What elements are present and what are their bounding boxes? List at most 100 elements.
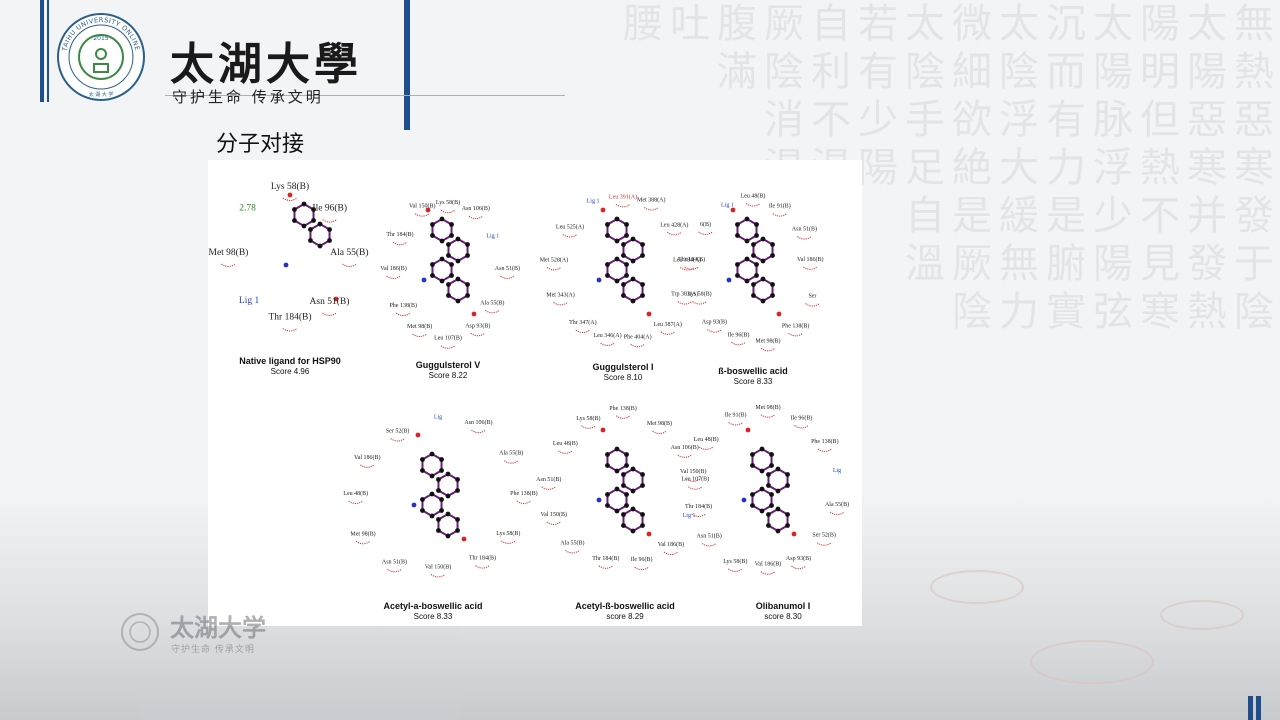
watermark-title: 太湖大学 (170, 613, 266, 642)
molecule-atom (446, 282, 451, 287)
residue-arc (598, 565, 614, 569)
molecule-atom (640, 472, 645, 477)
molecule-atom (621, 253, 626, 258)
residue-label: Lig (833, 468, 841, 474)
molecule-atom (744, 278, 750, 284)
residue-label: Leu 387(A) (654, 321, 682, 328)
residue-arc (805, 303, 820, 307)
header-divider (165, 95, 565, 96)
molecule-atom (621, 242, 626, 247)
molecule-ring (622, 237, 644, 263)
molecule-atom (605, 262, 610, 267)
residue-label: Ala 55(B) (825, 501, 849, 508)
molecule-atom (621, 282, 626, 287)
molecule-atom-oxygen (600, 207, 606, 213)
molecule-atom (624, 463, 629, 468)
residue-label: Asn 51(B) (495, 265, 520, 272)
molecule-atom (760, 298, 766, 304)
residue-arc (701, 543, 717, 547)
molecule-atom (614, 508, 620, 514)
molecule-atom-oxygen (600, 427, 606, 433)
residue-label: Leu 346(A) (593, 332, 621, 339)
molecule-atom (621, 293, 626, 298)
molecule-ring (447, 237, 469, 263)
molecule-atom (301, 223, 307, 229)
molecule-ring (751, 447, 773, 473)
molecule-atom-oxygen (287, 192, 293, 198)
residue-arc (728, 422, 743, 426)
residue-arc (652, 430, 667, 435)
background-calligraphy-column: 腹 滿 (717, 1, 757, 95)
molecule-atom (630, 236, 636, 242)
residue-arc (829, 511, 845, 516)
residue-label: Ser 52(B) (386, 428, 410, 435)
residue-arc (686, 478, 701, 482)
residue-label: Met 388(A) (637, 197, 666, 204)
molecule-atom (744, 256, 750, 262)
residue-arc (679, 267, 695, 271)
molecule-atom-oxygen (646, 531, 652, 537)
panel-name: Acetyl-a-boswellic acid (383, 601, 482, 611)
molecule-atom-oxygen (646, 311, 652, 317)
molecule-atom-oxygen (776, 311, 782, 317)
residue-label: Lys 58(B) (271, 181, 309, 192)
residue-label: Met 98(B) (350, 530, 375, 537)
panel-name: Acetyl-ß-boswellic acid (575, 601, 675, 611)
residue-label: Leu 384(A) (673, 257, 701, 264)
molecule-atom (769, 503, 774, 508)
background-calligraphy-column: 沉 而 有 力 是 腑 實 (1046, 1, 1086, 335)
docking-figure-svg: Lys 58(B)Ile 96(B)Ala 55(B)Asn 51(B)Thr … (209, 181, 850, 621)
residue-arc (643, 207, 659, 211)
residue-arc (221, 263, 236, 267)
residue-arc (745, 203, 761, 207)
molecule-ring (421, 452, 443, 478)
residue-arc (390, 438, 405, 442)
residue-arc (475, 565, 490, 569)
residue-arc (698, 446, 714, 450)
molecule-ring (767, 467, 789, 493)
molecule-atom (630, 466, 636, 472)
molecule-atom (754, 273, 759, 278)
residue-arc (788, 332, 803, 337)
molecule-atom (465, 282, 470, 287)
molecule-atom (429, 451, 435, 457)
molecule-atom (775, 488, 781, 494)
residue-label: Met 98(B) (407, 323, 432, 330)
molecule-atom (630, 258, 636, 264)
molecule-atom-oxygen (461, 536, 467, 542)
residue-arc (503, 460, 519, 464)
residue-arc (440, 345, 456, 349)
molecule-atom (640, 282, 645, 287)
residue-arc (667, 231, 682, 236)
molecule-atom (446, 293, 451, 298)
molecule-atom (445, 471, 451, 477)
molecule-atom (770, 253, 775, 258)
molecule-atom (775, 506, 781, 512)
residue-label: Lig 1 (683, 513, 696, 519)
molecule-atom (455, 298, 461, 304)
residue-arc (562, 234, 578, 238)
residue-label: Trp 383(A) (671, 291, 698, 298)
residue-label: Val 186(B) (755, 561, 782, 568)
molecule-atom (308, 227, 313, 232)
molecule-atom (785, 523, 790, 528)
molecule-atom (430, 262, 435, 267)
molecule-atom (614, 238, 620, 244)
residue-arc (772, 213, 788, 217)
molecule-atom-nitrogen (421, 277, 427, 283)
residue-label: Thr 184(B) (678, 256, 705, 263)
residue-arc (615, 204, 631, 208)
background-calligraphy-column: 太 陰 手 足 自 溫 (905, 1, 945, 287)
cloud-decoration (930, 570, 1024, 604)
residue-arc (581, 425, 596, 429)
molecule-atom (439, 216, 445, 222)
molecule-atom (769, 492, 774, 497)
molecule-atom (751, 242, 756, 247)
header-right-bar (404, 0, 410, 130)
molecule-ring (421, 492, 443, 518)
molecule-atom (621, 523, 626, 528)
background-calligraphy-column: 微 細 欲 絶 是 厥 陰 (952, 1, 992, 335)
residue-arc (677, 454, 692, 458)
molecule-atom (624, 262, 629, 267)
residue-arc (565, 550, 580, 554)
